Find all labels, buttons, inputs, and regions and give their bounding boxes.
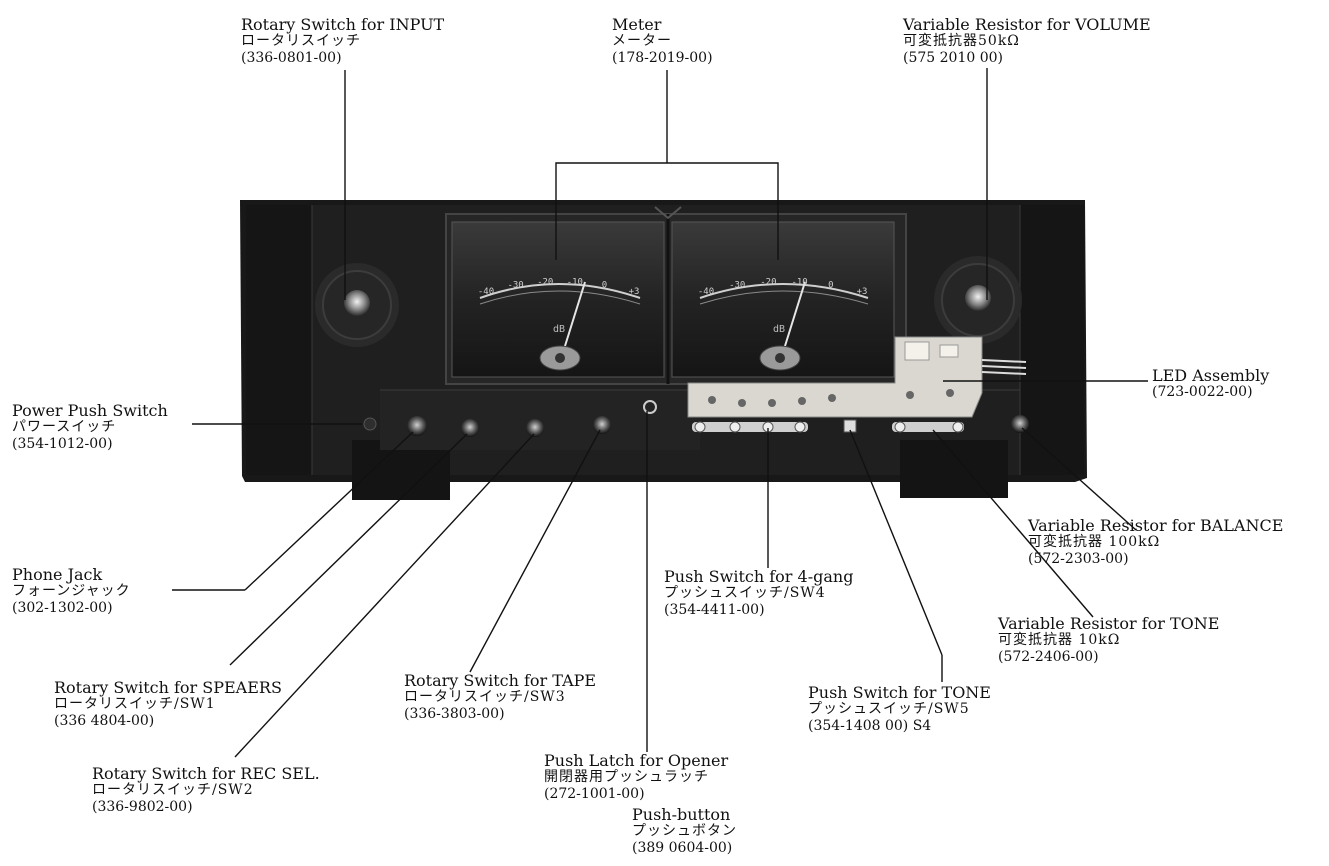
label-rec-sel-switch: Rotary Switch for REC SEL. ロータリスイッチ/SW2 … <box>92 765 320 816</box>
label-jp: ロータリスイッチ/SW1 <box>54 696 216 712</box>
label-jp: メーター <box>612 33 672 49</box>
label-en: Variable Resistor for BALANCE <box>1028 516 1284 535</box>
label-jp: 可変抵抗器 100kΩ <box>1028 534 1161 550</box>
volume-knob <box>934 256 1022 344</box>
meter-tick-label: -10 <box>791 277 807 287</box>
label-part-number: (572-2303-00) <box>1028 551 1129 567</box>
label-push-latch: Push Latch for Opener 開閉器用プッシュラッチ (272-1… <box>544 752 728 803</box>
label-input-switch: Rotary Switch for INPUT ロータリスイッチ (336-08… <box>241 16 444 67</box>
label-balance: Variable Resistor for BALANCE 可変抵抗器 100k… <box>1028 517 1283 568</box>
label-phone-jack: Phone Jack フォーンジャック (302-1302-00) <box>12 566 131 617</box>
meter-scale-right: dB -40 -30 -20 -10 0 +3 <box>698 277 869 371</box>
leader-lines <box>172 68 1148 758</box>
label-part-number: (723-0022-00) <box>1152 384 1253 400</box>
power-switch <box>363 417 377 431</box>
meter-tick-label: 0 <box>828 281 833 291</box>
tone-control <box>892 421 964 433</box>
meter-scale-left: dB -40 -30 -20 -10 0 +3 <box>478 277 641 371</box>
label-part-number: (336-3803-00) <box>404 706 505 722</box>
label-en: Rotary Switch for REC SEL. <box>92 764 320 783</box>
led-assembly-pcb <box>687 336 1027 418</box>
phone-jack <box>407 416 427 436</box>
label-part-number: (572-2406-00) <box>998 649 1099 665</box>
label-en: Meter <box>612 15 662 34</box>
label-tone-push-switch: Push Switch for TONE プッシュスイッチ/SW5 (354-1… <box>808 684 991 735</box>
label-jp: ロータリスイッチ/SW3 <box>404 689 566 705</box>
label-en: Variable Resistor for TONE <box>998 614 1220 633</box>
label-en: Power Push Switch <box>12 401 168 420</box>
meter-tick-label: -20 <box>760 277 776 287</box>
speakers-knob <box>461 419 479 437</box>
label-volume: Variable Resistor for VOLUME 可変抵抗器50kΩ (… <box>903 16 1151 67</box>
label-part-number: (178-2019-00) <box>612 50 713 66</box>
label-part-number: (354-1408 00) S4 <box>808 718 932 734</box>
push-switch-tone <box>843 419 857 433</box>
meter-tick-label: -40 <box>698 287 714 297</box>
meter-housing <box>445 206 907 385</box>
label-jp: 可変抵抗器 10kΩ <box>998 632 1121 648</box>
meter-tick-label: +3 <box>629 287 640 297</box>
label-en: Push Latch for Opener <box>544 751 729 770</box>
label-en: Variable Resistor for VOLUME <box>903 15 1151 34</box>
label-part-number: (336-0801-00) <box>241 50 342 66</box>
label-led-assembly: LED Assembly (723-0022-00) <box>1152 367 1269 401</box>
meter-tick-label: +3 <box>857 287 868 297</box>
label-jp: プッシュスイッチ/SW5 <box>808 701 970 717</box>
meter-unit-right: dB <box>773 324 785 335</box>
label-jp: ロータリスイッチ/SW2 <box>92 782 254 798</box>
label-en: Rotary Switch for SPEAERS <box>54 678 282 697</box>
label-jp: 開閉器用プッシュラッチ <box>544 769 709 785</box>
label-speakers-switch: Rotary Switch for SPEAERS ロータリスイッチ/SW1 (… <box>54 679 282 730</box>
label-jp: プッシュスイッチ/SW4 <box>664 585 826 601</box>
balance-knob <box>1011 415 1029 433</box>
label-part-number: (272-1001-00) <box>544 786 645 802</box>
meter-tick-label: 0 <box>602 281 607 291</box>
label-tape-switch: Rotary Switch for TAPE ロータリスイッチ/SW3 (336… <box>404 672 596 723</box>
label-en: Push Switch for TONE <box>808 683 991 702</box>
label-power-switch: Power Push Switch パワースイッチ (354-1012-00) <box>12 402 168 453</box>
label-part-number: (389 0604-00) <box>632 840 733 856</box>
label-jp: ロータリスイッチ <box>241 33 361 49</box>
meter-unit-left: dB <box>553 324 565 335</box>
label-en: Rotary Switch for TAPE <box>404 671 597 690</box>
label-jp: プッシュボタン <box>632 823 737 839</box>
label-part-number: (336 4804-00) <box>54 713 155 729</box>
label-part-number: (302-1302-00) <box>12 600 113 616</box>
tape-knob <box>593 416 611 434</box>
push-latch <box>643 400 657 414</box>
meter-tick-label: -30 <box>507 281 523 291</box>
label-jp: フォーンジャック <box>12 583 131 599</box>
meter-tick-label: -10 <box>567 277 583 287</box>
label-en: Rotary Switch for INPUT <box>241 15 445 34</box>
label-en: Push Switch for 4-gang <box>664 567 854 586</box>
label-jp: パワースイッチ <box>12 419 117 435</box>
meter-tick-label: -20 <box>537 277 553 287</box>
label-en: Push-button <box>632 805 731 824</box>
label-part-number: (354-1012-00) <box>12 436 113 452</box>
label-en: Phone Jack <box>12 565 103 584</box>
meter-tick-label: -30 <box>729 281 745 291</box>
label-meter: Meter メーター (178-2019-00) <box>612 16 713 67</box>
label-tone-resistor: Variable Resistor for TONE 可変抵抗器 10kΩ (5… <box>998 615 1219 666</box>
rec-sel-knob <box>526 419 544 437</box>
label-push-button: Push-button プッシュボタン (389 0604-00) <box>632 806 737 857</box>
label-part-number: (354-4411-00) <box>664 602 765 618</box>
label-part-number: (336-9802-00) <box>92 799 193 815</box>
label-en: LED Assembly <box>1152 366 1270 385</box>
meter-tick-label: -40 <box>478 287 494 297</box>
push-switch-4gang <box>692 421 808 433</box>
label-jp: 可変抵抗器50kΩ <box>903 33 1020 49</box>
input-knob <box>315 263 399 347</box>
label-part-number: (575 2010 00) <box>903 50 1003 66</box>
label-push-4gang: Push Switch for 4-gang プッシュスイッチ/SW4 (354… <box>664 568 853 619</box>
